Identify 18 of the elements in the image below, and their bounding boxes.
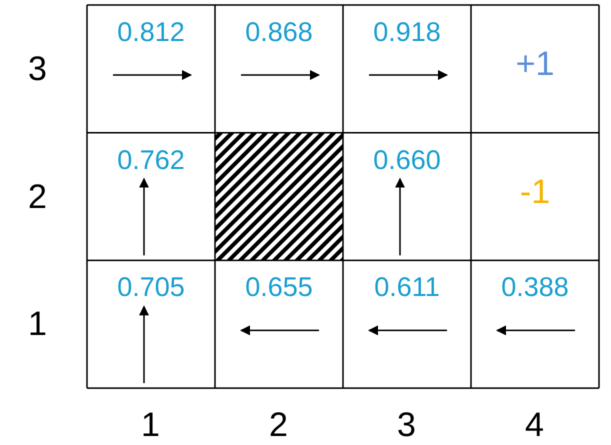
state-value: 0.388 (501, 274, 569, 302)
reward-value: +1 (516, 46, 554, 81)
column-number: 2 (269, 408, 288, 442)
column-number: 3 (397, 408, 416, 442)
state-value: 0.762 (117, 146, 185, 174)
state-value: 0.918 (373, 19, 441, 46)
state-value: 0.611 (374, 274, 440, 302)
reward-value: -1 (520, 174, 550, 209)
row-number: 3 (28, 52, 47, 86)
row-number: 2 (28, 180, 47, 214)
state-value: 0.705 (117, 274, 185, 302)
state-value: 0.812 (117, 19, 185, 46)
column-number: 1 (141, 408, 160, 442)
state-value: 0.660 (373, 146, 441, 174)
row-number: 1 (28, 307, 47, 342)
state-value: 0.655 (245, 274, 313, 302)
state-value: 0.868 (245, 19, 313, 46)
column-number: 4 (525, 408, 544, 442)
